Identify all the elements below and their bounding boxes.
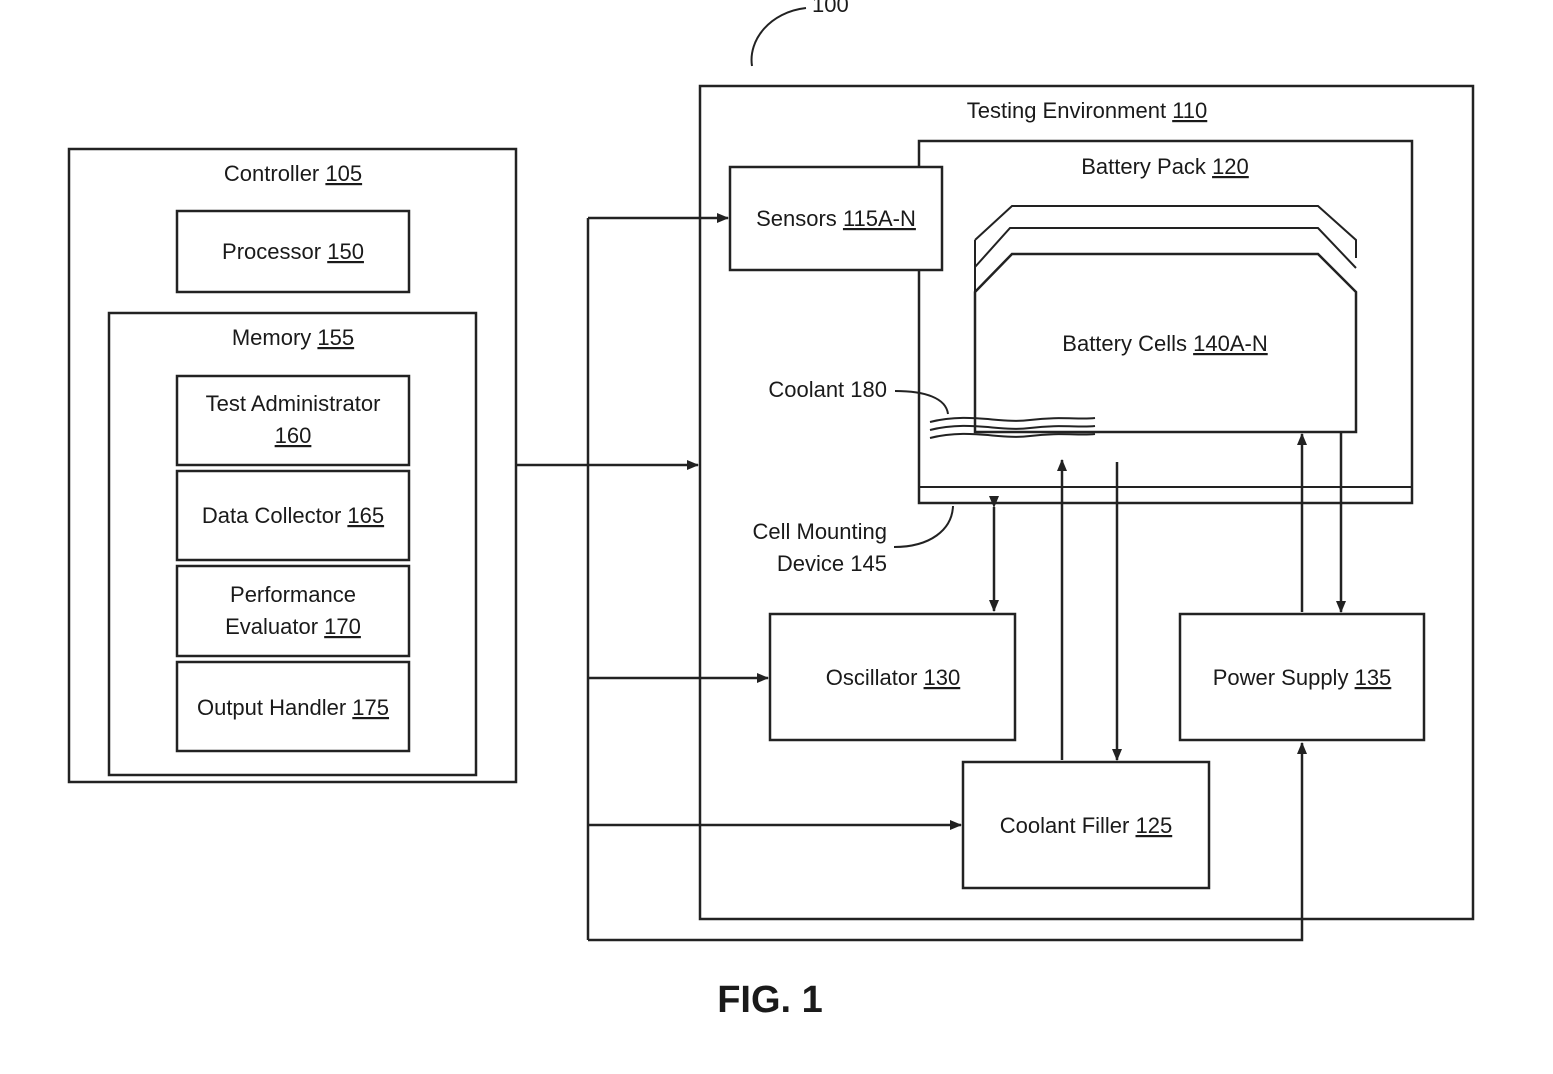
battery-pack-title: Battery Pack 120 [1081, 154, 1249, 179]
performance-evaluator-label-line2: Evaluator 170 [225, 614, 361, 639]
test-administrator-label: Test Administrator [206, 391, 381, 416]
coolant-filler-label: Coolant Filler 125 [1000, 813, 1172, 838]
test-administrator-box [177, 376, 409, 465]
test-administrator-ref: 160 [275, 423, 312, 448]
processor-label: Processor 150 [222, 239, 364, 264]
reference-leader-line [752, 8, 806, 66]
memory-title: Memory 155 [232, 325, 354, 350]
testing-environment-title: Testing Environment 110 [967, 98, 1208, 123]
performance-evaluator-label-line1: Performance [230, 582, 356, 607]
sensors-label: Sensors 115A-N [756, 206, 916, 231]
coolant-label: Coolant 180 [768, 377, 887, 402]
cell-mounting-label-line2: Device 145 [777, 551, 887, 576]
power-supply-label: Power Supply 135 [1213, 665, 1392, 690]
figure-label: FIG. 1 [717, 979, 823, 1021]
data-collector-label: Data Collector 165 [202, 503, 384, 528]
reference-number: 100 [812, 0, 849, 17]
controller-title: Controller 105 [224, 161, 362, 186]
output-handler-label: Output Handler 175 [197, 695, 389, 720]
performance-evaluator-box [177, 566, 409, 656]
cell-mounting-label-line1: Cell Mounting [752, 519, 887, 544]
oscillator-label: Oscillator 130 [826, 665, 961, 690]
battery-cells-label: Battery Cells 140A-N [1062, 331, 1267, 356]
